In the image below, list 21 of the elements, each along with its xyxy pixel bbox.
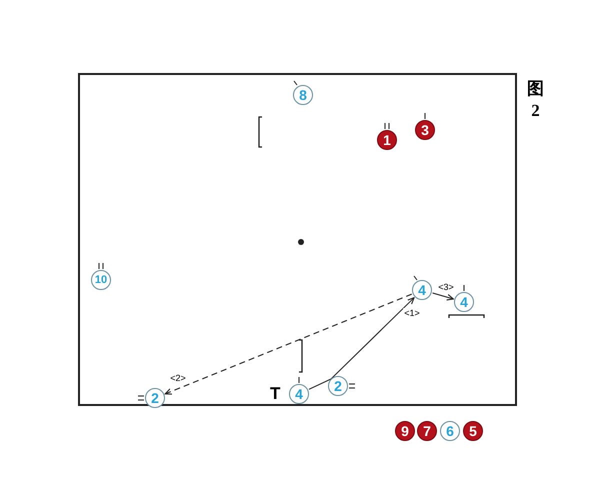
arrow xyxy=(164,294,412,395)
player-circle: 4 xyxy=(454,292,474,312)
arrow xyxy=(308,297,415,390)
screen-letter: T xyxy=(270,385,280,403)
player-circle: 7 xyxy=(417,421,437,441)
edge-label: <1> xyxy=(403,308,421,318)
figure-label: 图 2 xyxy=(527,78,544,122)
player-circle: 4 xyxy=(412,280,432,300)
arrow xyxy=(432,292,454,300)
player-circle: 1 xyxy=(377,130,397,150)
player-circle: 2 xyxy=(328,376,348,396)
player-circle: 6 xyxy=(440,421,460,441)
player-circle: 4 xyxy=(289,384,309,404)
player-circle: 10 xyxy=(91,270,111,290)
edge-label: <3> xyxy=(437,282,455,292)
player-circle: 3 xyxy=(415,120,435,140)
player-circle: 5 xyxy=(463,421,483,441)
player-circle: 2 xyxy=(145,388,165,408)
player-circle: 9 xyxy=(395,421,415,441)
player-circle: 8 xyxy=(293,85,313,105)
edge-label: <2> xyxy=(169,373,187,383)
